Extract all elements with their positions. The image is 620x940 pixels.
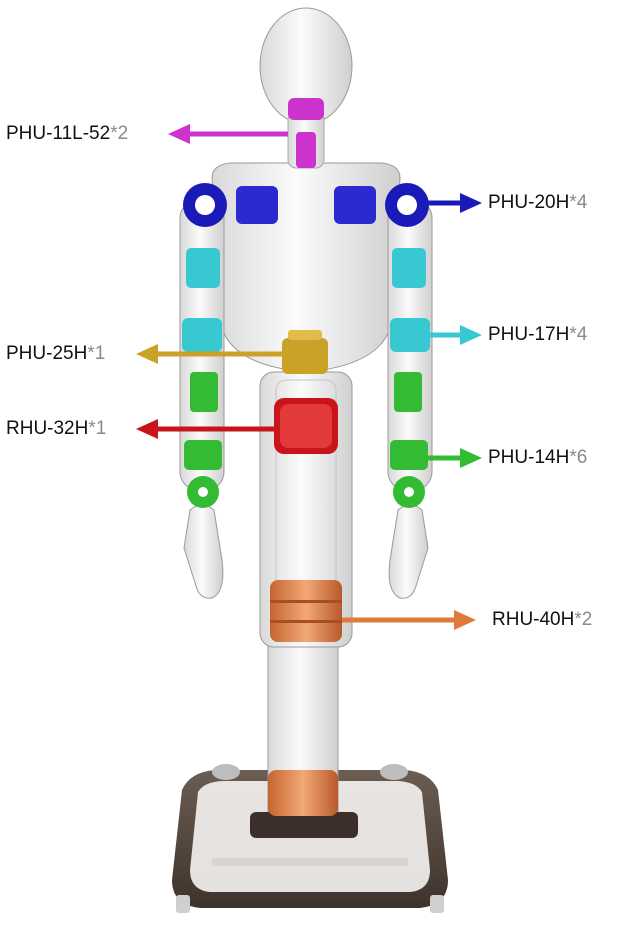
arrow-phu11 xyxy=(168,124,288,144)
knee-actuator xyxy=(270,580,342,642)
label-multiplier: *4 xyxy=(569,192,588,213)
label-multiplier: *1 xyxy=(88,418,107,439)
label-phu-25h: PHU-25H*1 xyxy=(6,343,105,365)
label-multiplier: *2 xyxy=(110,123,129,144)
label-rhu-32h: RHU-32H*1 xyxy=(6,418,106,440)
label-name: RHU-32H xyxy=(6,418,89,439)
label-name: RHU-40H xyxy=(492,609,575,630)
arrow-phu17 xyxy=(430,325,482,345)
hip-actuator xyxy=(274,398,338,454)
label-multiplier: *6 xyxy=(569,447,588,468)
base-actuator xyxy=(268,770,338,816)
waist-actuator xyxy=(282,330,328,374)
label-multiplier: *4 xyxy=(569,324,588,345)
label-name: PHU-11L-52 xyxy=(6,123,111,144)
elbow-actuators xyxy=(182,248,430,352)
label-phu-14h: PHU-14H*6 xyxy=(488,447,587,469)
arrow-rhu32 xyxy=(136,419,274,439)
label-name: PHU-25H xyxy=(6,343,88,364)
wrist-actuators xyxy=(184,372,428,508)
label-name: PHU-14H xyxy=(488,447,570,468)
neck-actuator xyxy=(288,98,324,168)
arrow-phu25 xyxy=(136,344,282,364)
label-multiplier: *1 xyxy=(87,343,106,364)
shoulder-actuators xyxy=(183,183,429,227)
label-name: PHU-20H xyxy=(488,192,570,213)
label-phu-17h: PHU-17H*4 xyxy=(488,324,587,346)
label-phu-20h: PHU-20H*4 xyxy=(488,192,587,214)
arrow-rhu40 xyxy=(342,610,476,630)
label-phu-11l-52: PHU-11L-52*2 xyxy=(6,123,128,145)
label-rhu-40h: RHU-40H*2 xyxy=(492,609,592,631)
label-name: PHU-17H xyxy=(488,324,570,345)
label-multiplier: *2 xyxy=(574,609,593,630)
arrow-phu20 xyxy=(428,193,482,213)
arrow-phu14 xyxy=(428,448,482,468)
